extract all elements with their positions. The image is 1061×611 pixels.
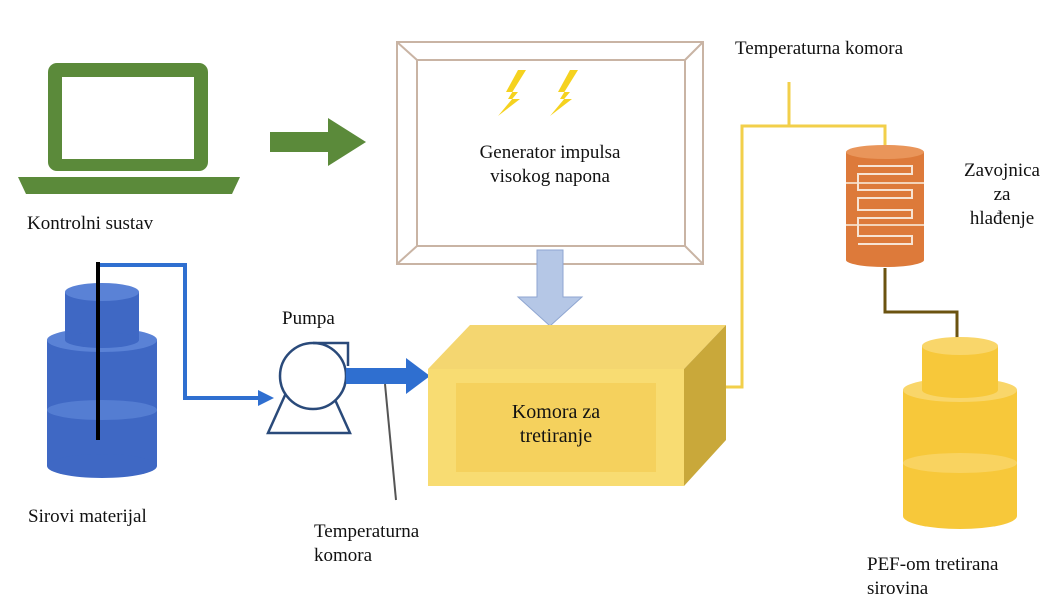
label-pef-line2: sirovina	[867, 578, 929, 599]
pipe-arrow-icon	[258, 390, 274, 406]
label-pef-product: PEF-om tretirana sirovina	[867, 553, 998, 601]
label-cooling-coil: Zavojnica za hlađenje	[946, 159, 1058, 231]
label-cooling-line2: za	[993, 184, 1011, 205]
label-temp-bottom-line1: Temperaturna	[314, 521, 420, 542]
label-control-system: Kontrolni sustav	[27, 213, 154, 234]
label-treatment-line2: tretiranje	[519, 425, 593, 447]
green-arrow-icon	[270, 118, 366, 166]
label-generator-line2: visokog napona	[490, 166, 610, 187]
lightning-icon	[498, 70, 578, 116]
treatment-chamber	[428, 325, 726, 486]
label-cooling-line3: hlađenje	[969, 208, 1035, 229]
yellow-pipe	[726, 82, 887, 389]
label-temp-bottom-line2: komora	[314, 545, 373, 566]
laptop-icon	[18, 63, 240, 194]
label-pef-line1: PEF-om tretirana	[867, 554, 999, 575]
label-generator: Generator impulsa visokog napona	[430, 141, 670, 189]
label-cooling-line1: Zavojnica	[964, 160, 1040, 181]
down-arrow-icon	[516, 249, 584, 327]
cooling-coil-icon	[846, 145, 924, 267]
raw-material-pipe	[98, 263, 262, 400]
label-generator-line1: Generator impulsa	[479, 142, 621, 163]
label-temperature-chamber-bottom: Temperaturna komora	[314, 520, 419, 568]
label-raw-material: Sirovi materijal	[28, 506, 147, 527]
pump-icon	[266, 341, 352, 435]
label-temperature-chamber-top: Temperaturna komora	[735, 38, 904, 59]
generator-frame	[396, 41, 704, 265]
product-container	[903, 337, 1017, 529]
raw-material-container	[47, 262, 157, 478]
label-treatment-line1: Komora za	[511, 401, 601, 423]
blue-arrow-icon	[346, 358, 430, 394]
temperature-probe	[384, 383, 397, 501]
label-treatment-chamber: Komora za tretiranje	[466, 400, 646, 448]
label-pump: Pumpa	[282, 308, 335, 329]
